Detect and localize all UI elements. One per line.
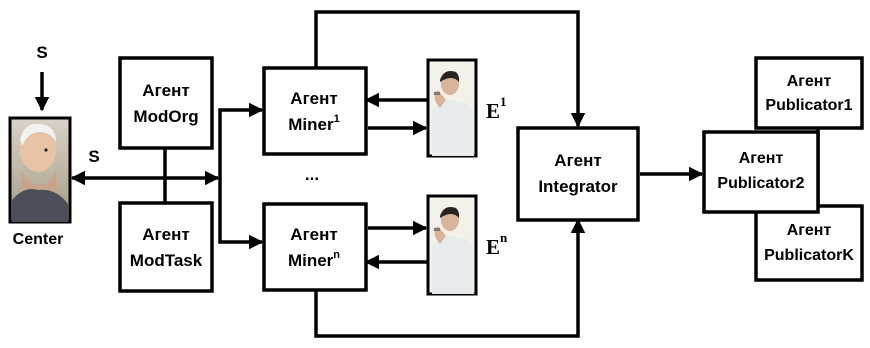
publicator2-agent-box xyxy=(702,130,820,214)
s-input-label: S xyxy=(36,43,47,62)
center-label: Center xyxy=(13,231,64,248)
publicator2-label-line1: Агент xyxy=(739,150,784,167)
publicator1-label-line1: Агент xyxy=(787,73,832,90)
miner1-agent-box xyxy=(262,66,368,156)
modorg-label-line2: ModOrg xyxy=(133,107,198,126)
publicatork-agent-box xyxy=(754,204,864,282)
expertn-letter: E xyxy=(486,235,500,259)
s-link-label: S xyxy=(88,147,99,166)
expert1-label: E1 xyxy=(486,94,507,123)
integrator-agent-box xyxy=(516,126,640,222)
elderly-man-portrait-icon xyxy=(8,116,72,224)
expert1-letter: E xyxy=(486,99,500,123)
expert-portrait-icon xyxy=(426,58,478,158)
expertn-sup: n xyxy=(500,230,508,245)
miner1-label-line2: Miner1 xyxy=(288,113,339,134)
modorg-agent-box xyxy=(118,56,214,150)
junction-to-minern-arrow xyxy=(218,178,264,250)
modtask-label-line1: Агент xyxy=(142,225,189,244)
publicatork-label-line1: Агент xyxy=(787,222,832,239)
miner1-label-text: Miner xyxy=(288,115,334,134)
miner1-label-sup: 1 xyxy=(334,113,340,125)
integrator-label-line2: Integrator xyxy=(538,177,618,196)
minern-label-sup: n xyxy=(333,249,340,261)
minern-agent-box xyxy=(262,202,368,292)
expert-portrait-icon xyxy=(426,194,478,296)
publicator1-label-line2: Publicator1 xyxy=(765,97,852,114)
minern-label-line1: Агент xyxy=(290,225,337,244)
minern-label-line2: Minern xyxy=(288,249,340,270)
minern-to-integrator-arrow xyxy=(314,218,586,338)
publicator1-agent-box xyxy=(754,56,864,130)
miner1-to-integrator-arrow xyxy=(314,10,586,128)
modtask-label-line2: ModTask xyxy=(130,251,203,270)
modorg-label-line1: Агент xyxy=(142,81,189,100)
expert1-sup: 1 xyxy=(500,94,507,109)
integrator-label-line1: Агент xyxy=(554,151,601,170)
modtask-agent-box xyxy=(118,201,214,293)
publicator2-label-line2: Publicator2 xyxy=(717,175,804,192)
miner1-label-line1: Агент xyxy=(290,89,337,108)
junction-to-miner1-arrow xyxy=(218,102,264,178)
miners-ellipsis: ... xyxy=(305,165,319,184)
publicatork-label-line2: PublicatorK xyxy=(764,247,854,264)
minern-label-text: Miner xyxy=(288,251,334,270)
expertn-label: En xyxy=(486,230,508,259)
